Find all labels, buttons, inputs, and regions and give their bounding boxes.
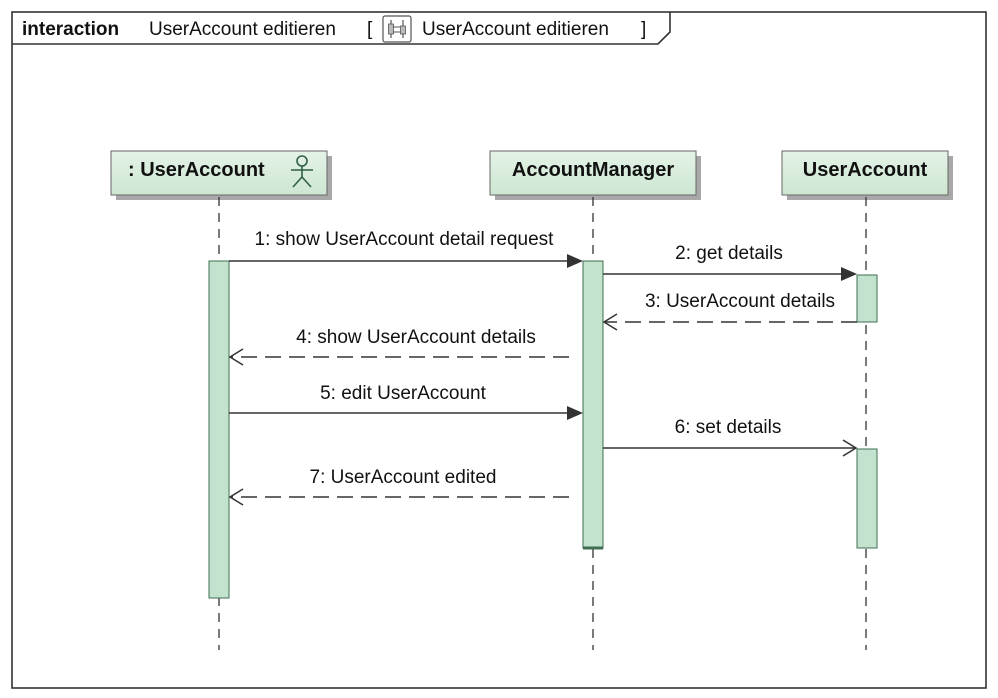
lifeline-head: [110, 150, 328, 196]
arrowhead-open: [602, 313, 618, 331]
frame-open-bracket: [: [367, 19, 373, 40]
sequence-diagram-icon: [382, 15, 412, 43]
frame-keyword: interaction: [22, 19, 119, 40]
lifeline-account-manager[interactable]: AccountManager: [489, 150, 701, 650]
arrowhead-open: [842, 439, 858, 457]
message-label: 6: set details: [675, 417, 782, 438]
frame-title: UserAccount editieren: [149, 19, 336, 40]
lifeline-name: : UserAccount: [128, 159, 265, 181]
arrowhead-filled: [841, 267, 857, 281]
message-label: 5: edit UserAccount: [320, 383, 487, 404]
lifeline-name: AccountManager: [512, 159, 674, 181]
lifeline-user-actor[interactable]: : UserAccount: [110, 150, 332, 650]
frame-close-bracket: ]: [641, 19, 646, 40]
message-4[interactable]: 4: show UserAccount details: [228, 327, 569, 366]
lifeline-head: [781, 150, 949, 196]
message-label: 3: UserAccount details: [645, 291, 835, 312]
actor-icon: [291, 155, 313, 188]
message-label: 1: show UserAccount detail request: [255, 229, 555, 250]
activation-user-account-1: [856, 274, 878, 323]
lifeline-user-account[interactable]: UserAccount: [781, 150, 953, 650]
message-6[interactable]: 6: set details: [603, 417, 858, 457]
lifeline-name: UserAccount: [803, 159, 928, 181]
message-1[interactable]: 1: show UserAccount detail request: [229, 229, 583, 268]
activation-account-manager: [582, 260, 604, 549]
lifeline-head: [489, 150, 697, 196]
interaction-frame: interaction UserAccount editieren [ User…: [11, 11, 987, 689]
arrowhead-open: [228, 348, 244, 366]
message-5[interactable]: 5: edit UserAccount: [229, 383, 583, 420]
arrowhead-filled: [567, 254, 583, 268]
message-3[interactable]: 3: UserAccount details: [602, 291, 857, 331]
message-7[interactable]: 7: UserAccount edited: [228, 467, 569, 506]
message-label: 2: get details: [675, 243, 783, 264]
message-2[interactable]: 2: get details: [603, 243, 857, 281]
activation-user-account-2: [856, 448, 878, 549]
arrowhead-filled: [567, 406, 583, 420]
message-label: 4: show UserAccount details: [296, 327, 536, 348]
activation-user-actor: [208, 260, 230, 599]
frame-ref-name: UserAccount editieren: [422, 19, 609, 40]
message-label: 7: UserAccount edited: [310, 467, 497, 488]
arrowhead-open: [228, 488, 244, 506]
